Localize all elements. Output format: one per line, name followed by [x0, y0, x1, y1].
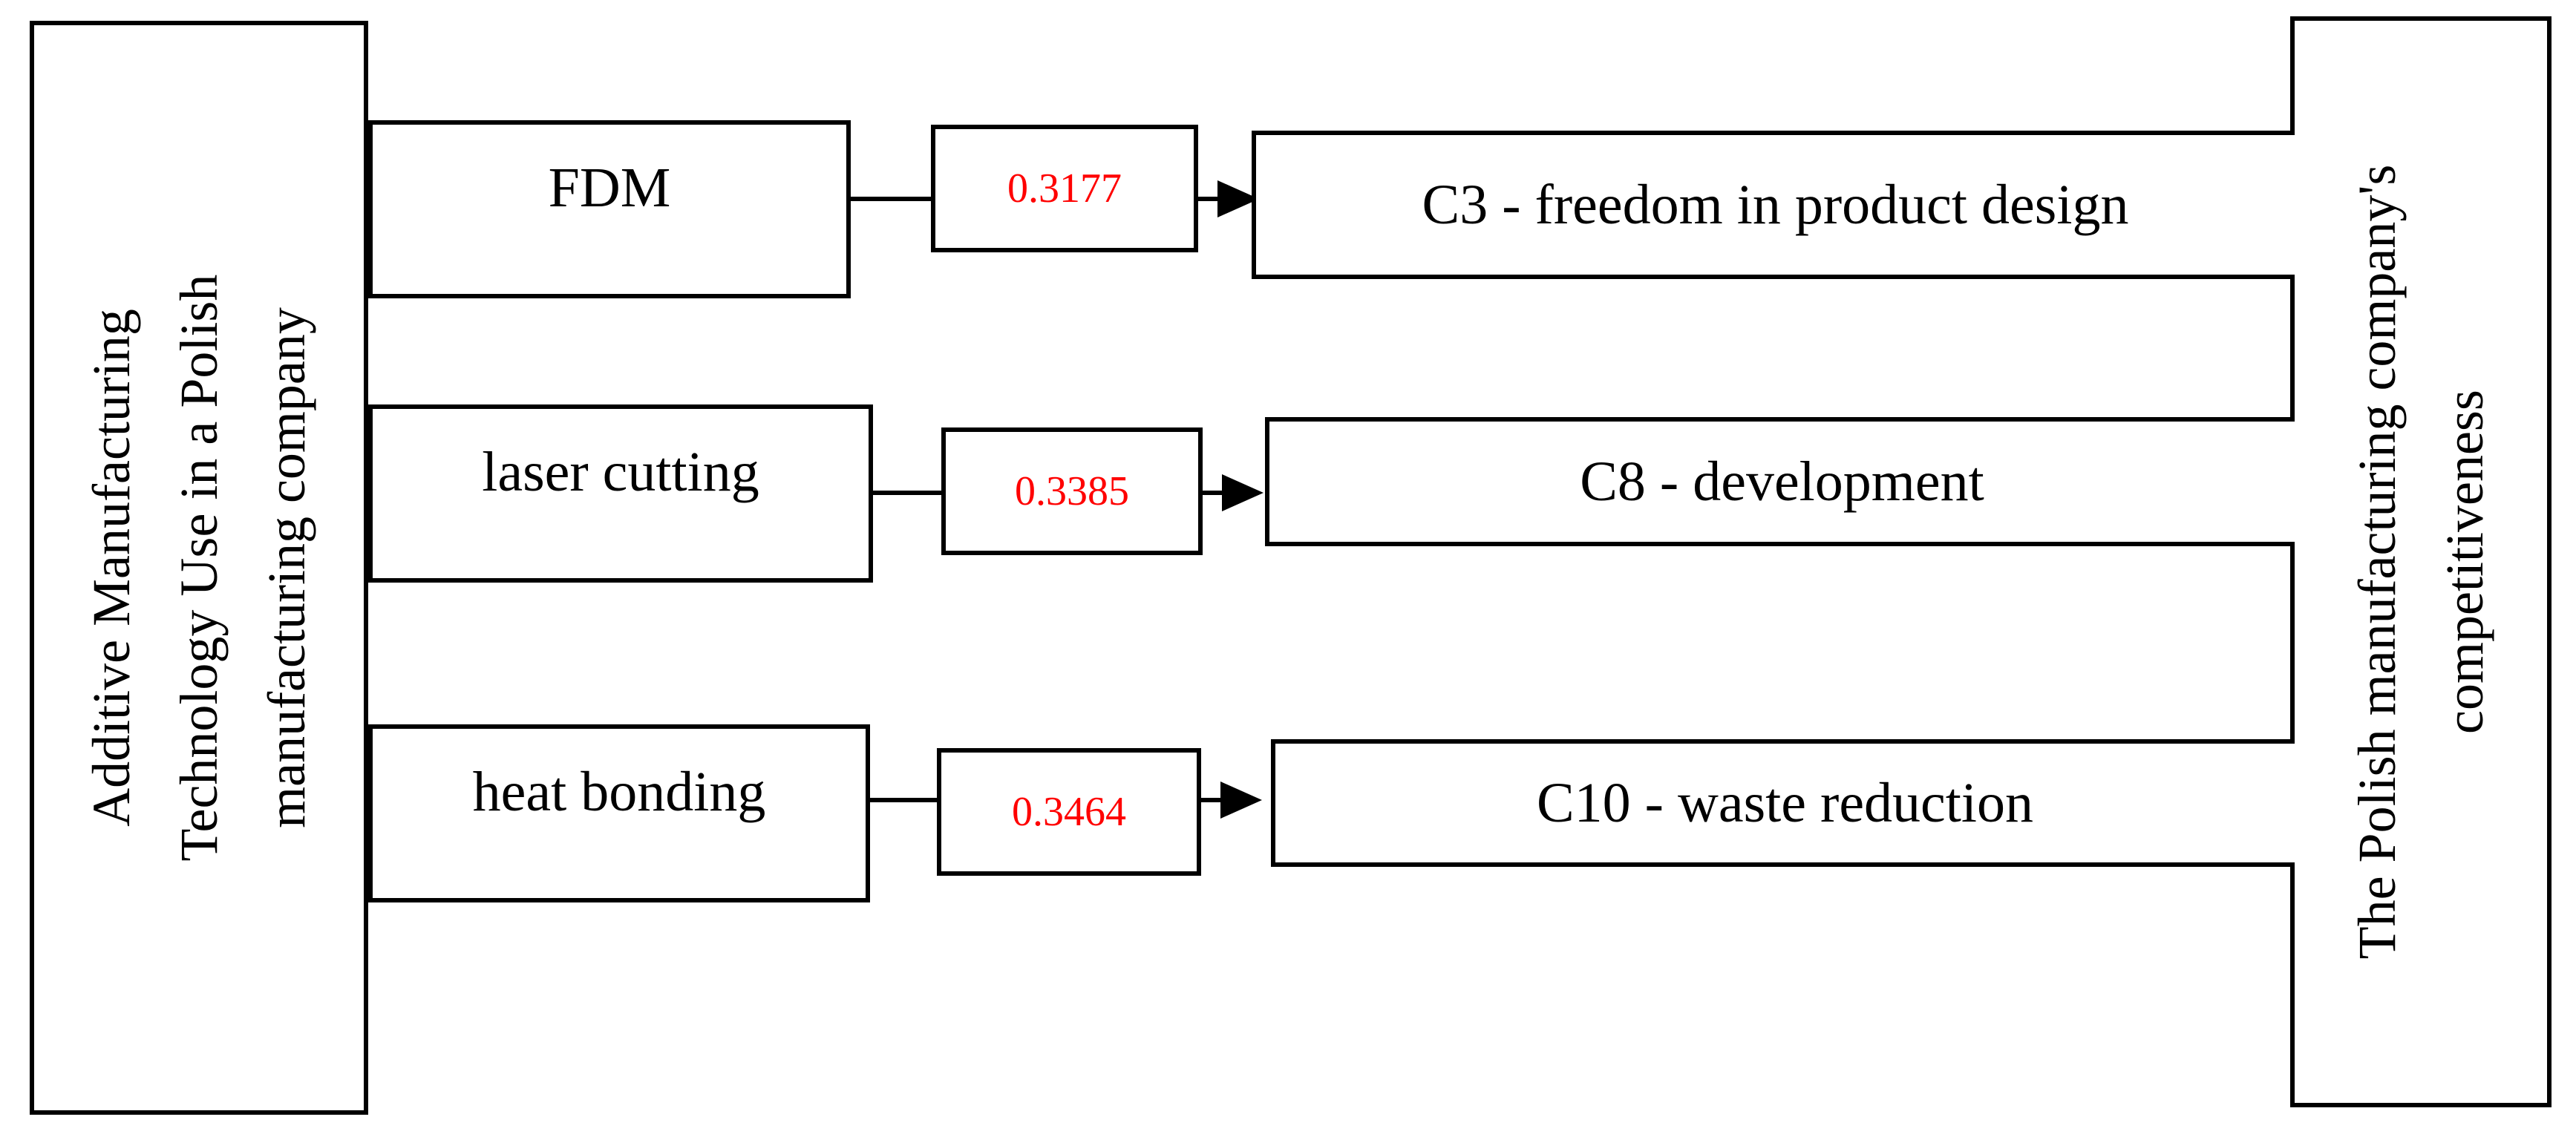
- right-construct-box: The Polish manufacturing company's compe…: [2290, 16, 2552, 1107]
- left-label-line-2: Technology Use in a Polish: [169, 274, 229, 862]
- technology-label-1: FDM: [548, 157, 671, 219]
- connector-line-3b: [1201, 798, 1223, 802]
- connector-line-1b: [1198, 197, 1220, 201]
- right-label-line-2: competitiveness: [2435, 390, 2494, 734]
- criterion-box-3: C10 - waste reduction: [1271, 739, 2295, 867]
- technology-box-3: heat bonding: [368, 724, 870, 902]
- weight-value-2: 0.3385: [1015, 468, 1129, 514]
- weight-box-3: 0.3464: [937, 748, 1201, 876]
- left-label-line-1: Additive Manufacturing: [82, 309, 141, 827]
- criterion-label-2: C8 - development: [1580, 450, 1984, 513]
- technology-box-2: laser cutting: [368, 404, 873, 583]
- left-construct-box: Additive Manufacturing Technology Use in…: [30, 21, 368, 1115]
- connector-line-2a: [873, 491, 944, 495]
- connector-line-3a: [870, 798, 938, 802]
- technology-label-3: heat bonding: [472, 761, 766, 823]
- criterion-label-1: C3 - freedom in product design: [1422, 173, 2129, 236]
- criterion-box-1: C3 - freedom in product design: [1252, 131, 2295, 279]
- left-label-line-3: manufacturing company: [257, 307, 316, 828]
- technology-label-2: laser cutting: [482, 441, 759, 503]
- weight-value-1: 0.3177: [1007, 166, 1122, 212]
- weight-value-3: 0.3464: [1012, 789, 1126, 835]
- weight-box-2: 0.3385: [941, 427, 1203, 555]
- connector-line-2b: [1203, 491, 1225, 495]
- connector-line-1a: [851, 197, 932, 201]
- weight-box-1: 0.3177: [931, 125, 1198, 252]
- arrow-head-3: [1220, 782, 1262, 819]
- arrow-head-2: [1222, 474, 1264, 511]
- criterion-box-2: C8 - development: [1265, 417, 2295, 546]
- right-construct-label: The Polish manufacturing company's compe…: [2333, 165, 2508, 960]
- criterion-label-3: C10 - waste reduction: [1536, 771, 2034, 834]
- right-label-line-1: The Polish manufacturing company's: [2347, 164, 2407, 960]
- left-construct-label: Additive Manufacturing Technology Use in…: [68, 275, 330, 862]
- technology-box-1: FDM: [368, 120, 851, 298]
